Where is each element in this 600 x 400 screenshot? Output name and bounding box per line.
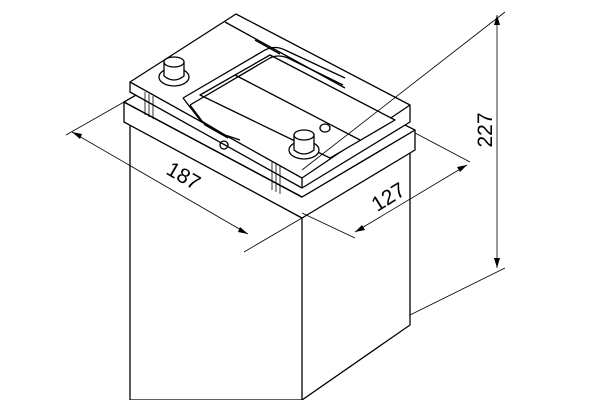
vent-ribs xyxy=(144,92,281,194)
height-dimension-label: 227 xyxy=(474,112,497,147)
battery-lid xyxy=(123,13,416,219)
dimension-lines xyxy=(65,11,506,316)
negative-terminal xyxy=(158,56,190,87)
positive-terminal xyxy=(288,123,331,160)
